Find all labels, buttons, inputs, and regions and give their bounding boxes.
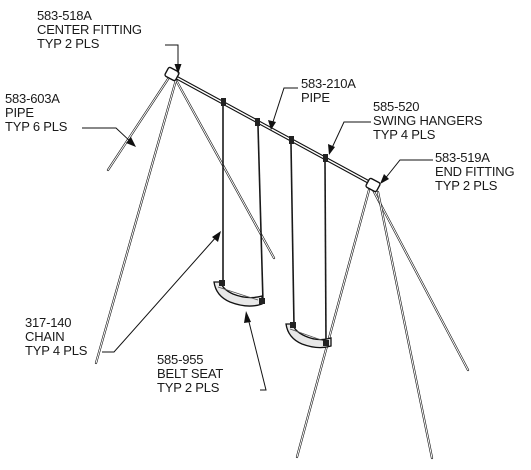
end-fitting	[365, 177, 381, 193]
belt-seat-part-number: 585-955	[157, 352, 203, 367]
top-pipe-part-number: 583-210A	[301, 76, 356, 91]
chain-description: CHAIN	[25, 329, 64, 344]
leader-chain	[102, 231, 221, 353]
swing-hangers-quantity: TYP 4 PLS	[373, 127, 436, 142]
top-beam-pipe	[168, 72, 378, 188]
leader-leg-pipe	[82, 127, 136, 147]
swing-hanger	[323, 154, 328, 162]
left-front-leg	[94, 78, 178, 365]
right-back-leg	[370, 186, 470, 372]
leg-pipe-description: PIPE	[5, 105, 34, 120]
swing-hanger	[221, 98, 226, 106]
leg-pipe-quantity: TYP 6 PLS	[5, 119, 68, 134]
belt-seat-right	[285, 322, 332, 349]
top-pipe-description: PIPE	[301, 90, 330, 105]
center-fitting-quantity: TYP 2 PLS	[37, 36, 100, 51]
left-side-leg	[106, 74, 172, 172]
right-third-leg	[376, 190, 434, 460]
leader-belt-seat	[244, 311, 267, 391]
chains	[222, 106, 327, 343]
label-swing-hangers: 585-520 SWING HANGERS TYP 4 PLS	[373, 99, 486, 142]
end-fitting-quantity: TYP 2 PLS	[435, 178, 498, 193]
swing-hanger	[255, 118, 260, 126]
leg-pipe-part-number: 583-603A	[5, 91, 60, 106]
center-fitting	[164, 66, 180, 82]
end-fitting-description: END FITTING	[435, 164, 514, 179]
end-fitting-part-number: 583-519A	[435, 150, 490, 165]
chain-quantity: TYP 4 PLS	[25, 343, 88, 358]
center-fitting-description: CENTER FITTING	[37, 22, 142, 37]
chain	[257, 125, 264, 303]
left-back-leg	[174, 78, 276, 260]
leader-center-fitting	[165, 44, 182, 74]
chain	[324, 161, 327, 343]
label-belt-seat: 585-955 BELT SEAT TYP 2 PLS	[157, 352, 226, 395]
leader-swing-hangers	[328, 121, 371, 155]
label-center-fitting: 583-518A CENTER FITTING TYP 2 PLS	[37, 8, 145, 51]
swing-hanger	[289, 136, 294, 144]
leader-end-fitting	[380, 159, 433, 184]
chain	[290, 143, 295, 327]
label-chain: 317-140 CHAIN TYP 4 PLS	[25, 315, 88, 358]
label-leg-pipe: 583-603A PIPE TYP 6 PLS	[5, 91, 68, 134]
leader-top-pipe	[268, 87, 298, 130]
left-a-frame	[94, 74, 276, 365]
belt-seat-quantity: TYP 2 PLS	[157, 380, 220, 395]
swing-hangers-description: SWING HANGERS	[373, 113, 483, 128]
label-end-fitting: 583-519A END FITTING TYP 2 PLS	[435, 150, 518, 193]
label-top-pipe: 583-210A PIPE	[301, 76, 359, 105]
chain-part-number: 317-140	[25, 315, 71, 330]
right-a-frame	[295, 186, 470, 460]
swing-hangers	[221, 98, 328, 162]
belt-seat-left	[213, 280, 265, 307]
right-front-leg	[295, 188, 371, 459]
belt-seat-description: BELT SEAT	[157, 366, 223, 381]
swing-hangers-part-number: 585-520	[373, 99, 419, 114]
center-fitting-part-number: 583-518A	[37, 8, 92, 23]
